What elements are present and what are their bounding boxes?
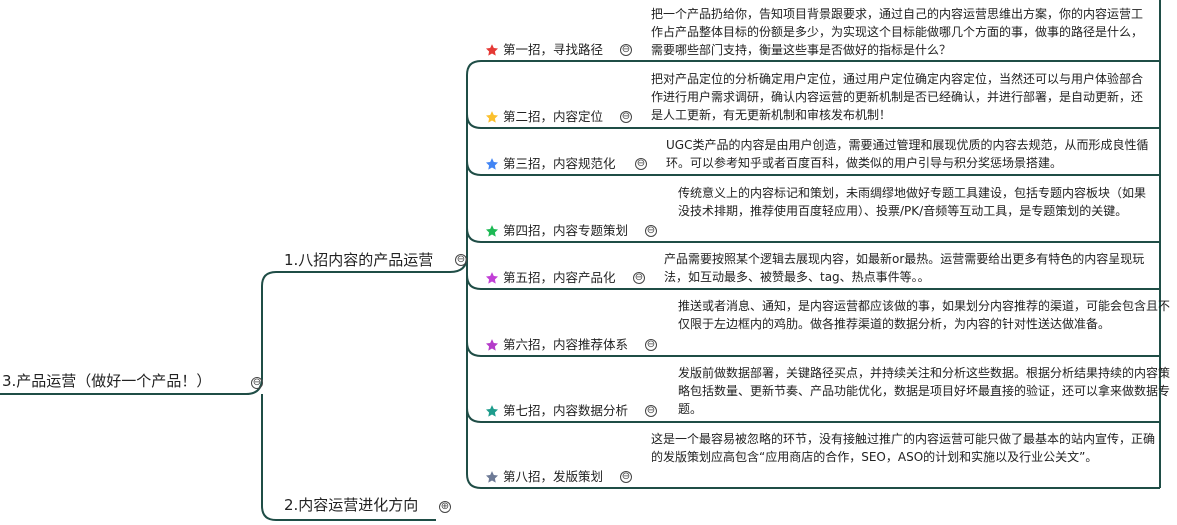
step-label: 第六招，内容推荐体系 bbox=[503, 337, 629, 352]
branch-product-ops[interactable]: 1.八招内容的产品运营 bbox=[284, 251, 433, 269]
star-icon bbox=[485, 271, 499, 284]
star-icon bbox=[485, 404, 499, 417]
step-node[interactable]: 第七招，内容数据分析 bbox=[485, 403, 628, 418]
step-collapse-icon[interactable]: ⊖ bbox=[620, 471, 632, 483]
step-label: 第五招，内容产品化 bbox=[503, 270, 616, 285]
step-label: 第八招，发版策划 bbox=[503, 469, 604, 484]
step-note: 产品需要按照某个逻辑去展现内容，如最新or最热。运营需要给出更多有特色的内容呈现… bbox=[664, 252, 1145, 284]
step-note: UGC类产品的内容是由用户创造，需要通过管理和展现优质的内容去规范，从而形成良性… bbox=[666, 138, 1149, 170]
step-note: 发版前做数据部署，关键路径买点，并持续关注和分析这些数据。根据分析结果持续的内容… bbox=[678, 366, 1171, 416]
star-icon bbox=[485, 43, 499, 56]
branch-expand-icon[interactable]: ⊕ bbox=[439, 501, 451, 513]
star-icon bbox=[485, 338, 499, 351]
step-collapse-icon[interactable]: ⊖ bbox=[620, 44, 632, 56]
step-label: 第七招，内容数据分析 bbox=[503, 403, 629, 418]
step-note: 这是一个最容易被忽略的环节，没有接触过推广的内容运营可能只做了最基本的站内宣传，… bbox=[651, 432, 1156, 464]
step-node[interactable]: 第四招，内容专题策划 bbox=[485, 223, 628, 238]
root-node[interactable]: 3.产品运营（做好一个产品！） bbox=[2, 372, 211, 390]
branch-label: 1.八招内容的产品运营 bbox=[284, 251, 434, 269]
step-label: 第一招，寻找路径 bbox=[503, 42, 604, 57]
step-node[interactable]: 第八招，发版策划 bbox=[485, 469, 603, 484]
step-collapse-icon[interactable]: ⊖ bbox=[620, 111, 632, 123]
step-node[interactable]: 第三招，内容规范化 bbox=[485, 156, 616, 171]
star-icon bbox=[485, 110, 499, 123]
step-collapse-icon[interactable]: ⊖ bbox=[645, 339, 657, 351]
step-label: 第四招，内容专题策划 bbox=[503, 223, 629, 238]
root-label: 3.产品运营（做好一个产品！） bbox=[2, 372, 212, 390]
step-node[interactable]: 第二招，内容定位 bbox=[485, 109, 603, 124]
branch-label: 2.内容运营进化方向 bbox=[284, 496, 419, 514]
star-icon bbox=[485, 470, 499, 483]
root-collapse-icon[interactable]: ⊖ bbox=[251, 377, 263, 389]
step-note: 传统意义上的内容标记和策划，未雨绸缪地做好专题工具建设，包括专题内容板块（如果没… bbox=[678, 186, 1147, 218]
branch-evolution[interactable]: 2.内容运营进化方向 bbox=[284, 496, 418, 514]
step-collapse-icon[interactable]: ⊖ bbox=[635, 158, 647, 170]
star-icon bbox=[485, 157, 499, 170]
step-node[interactable]: 第六招，内容推荐体系 bbox=[485, 337, 628, 352]
step-label: 第二招，内容定位 bbox=[503, 109, 604, 124]
step-collapse-icon[interactable]: ⊖ bbox=[633, 272, 645, 284]
branch-collapse-icon[interactable]: ⊖ bbox=[455, 254, 467, 266]
star-icon bbox=[485, 224, 499, 237]
step-collapse-icon[interactable]: ⊖ bbox=[645, 225, 657, 237]
step-collapse-icon[interactable]: ⊖ bbox=[645, 405, 657, 417]
step-note: 把对产品定位的分析确定用户定位，通过用户定位确定内容定位，当然还可以与用户体验部… bbox=[651, 72, 1144, 122]
step-note: 推送或者消息、通知，是内容运营都应该做的事，如果划分内容推荐的渠道，可能会包含且… bbox=[678, 299, 1171, 331]
step-note: 把一个产品扔给你，告知项目背景跟要求，通过自己的内容运营思维出方案，你的内容运营… bbox=[651, 7, 1144, 57]
step-label: 第三招，内容规范化 bbox=[503, 156, 616, 171]
step-node[interactable]: 第一招，寻找路径 bbox=[485, 42, 603, 57]
step-node[interactable]: 第五招，内容产品化 bbox=[485, 270, 616, 285]
